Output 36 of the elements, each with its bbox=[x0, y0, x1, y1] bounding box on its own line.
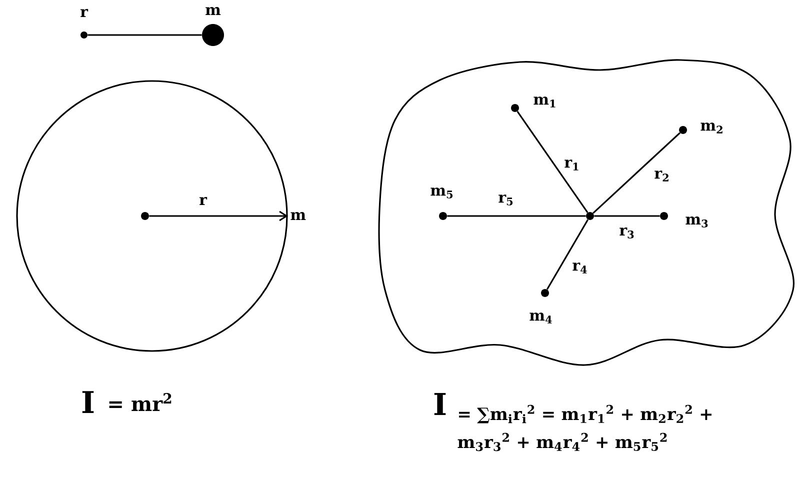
point-mass bbox=[586, 212, 594, 220]
arrow bbox=[149, 210, 288, 222]
point-label: m bbox=[290, 212, 306, 220]
connector-line bbox=[594, 215, 660, 217]
point-mass bbox=[80, 32, 88, 38]
formula: = mr$^{2}$ bbox=[109, 393, 172, 411]
point-label: r bbox=[80, 9, 88, 17]
connector-line bbox=[447, 215, 586, 217]
point-mass bbox=[511, 104, 519, 112]
connector-line bbox=[88, 34, 202, 36]
connector-line bbox=[592, 132, 680, 214]
point-mass bbox=[439, 212, 447, 220]
edge-label: r$_{5}$ bbox=[497, 194, 515, 206]
edge-label: r$_{1}$ bbox=[563, 158, 581, 172]
point-mass bbox=[679, 126, 687, 134]
point-label: m$_{5}$ bbox=[430, 188, 453, 198]
point-label: m$_{1}$ bbox=[534, 96, 556, 108]
edge-label: r$_{2}$ bbox=[653, 170, 671, 182]
point-label: m$_{2}$ bbox=[700, 122, 722, 134]
connector-line bbox=[546, 219, 589, 290]
edge-label: r bbox=[198, 196, 208, 206]
point-mass bbox=[202, 24, 224, 46]
connector-line bbox=[516, 111, 588, 214]
point-label: m$_{3}$ bbox=[686, 216, 708, 228]
point-label: m$_{4}$ bbox=[530, 312, 552, 324]
body-outline bbox=[378, 59, 795, 366]
formula-symbol: I bbox=[434, 393, 446, 415]
edge-label: r$_{3}$ bbox=[618, 226, 636, 240]
point-mass bbox=[141, 212, 149, 220]
point-label: m bbox=[206, 7, 221, 15]
formula: = ∑m$_{i}$r$_{i}$$^{2}$ = m$_{1}$r$_{1}$$^{2}$ + m$_{2}$r$_{2}$$^{2}$ + m$_{3}$r$_{3}$$^{2}$ + m$_{4}$r$_{4}$$^{2}$ + m$_{5}$r$_{5}$2 bbox=[458, 404, 712, 452]
edge-label: r$_{4}$ bbox=[571, 262, 589, 274]
ring bbox=[16, 80, 288, 352]
point-mass bbox=[541, 289, 549, 297]
formula-symbol: I bbox=[82, 391, 94, 413]
point-mass bbox=[660, 212, 668, 220]
